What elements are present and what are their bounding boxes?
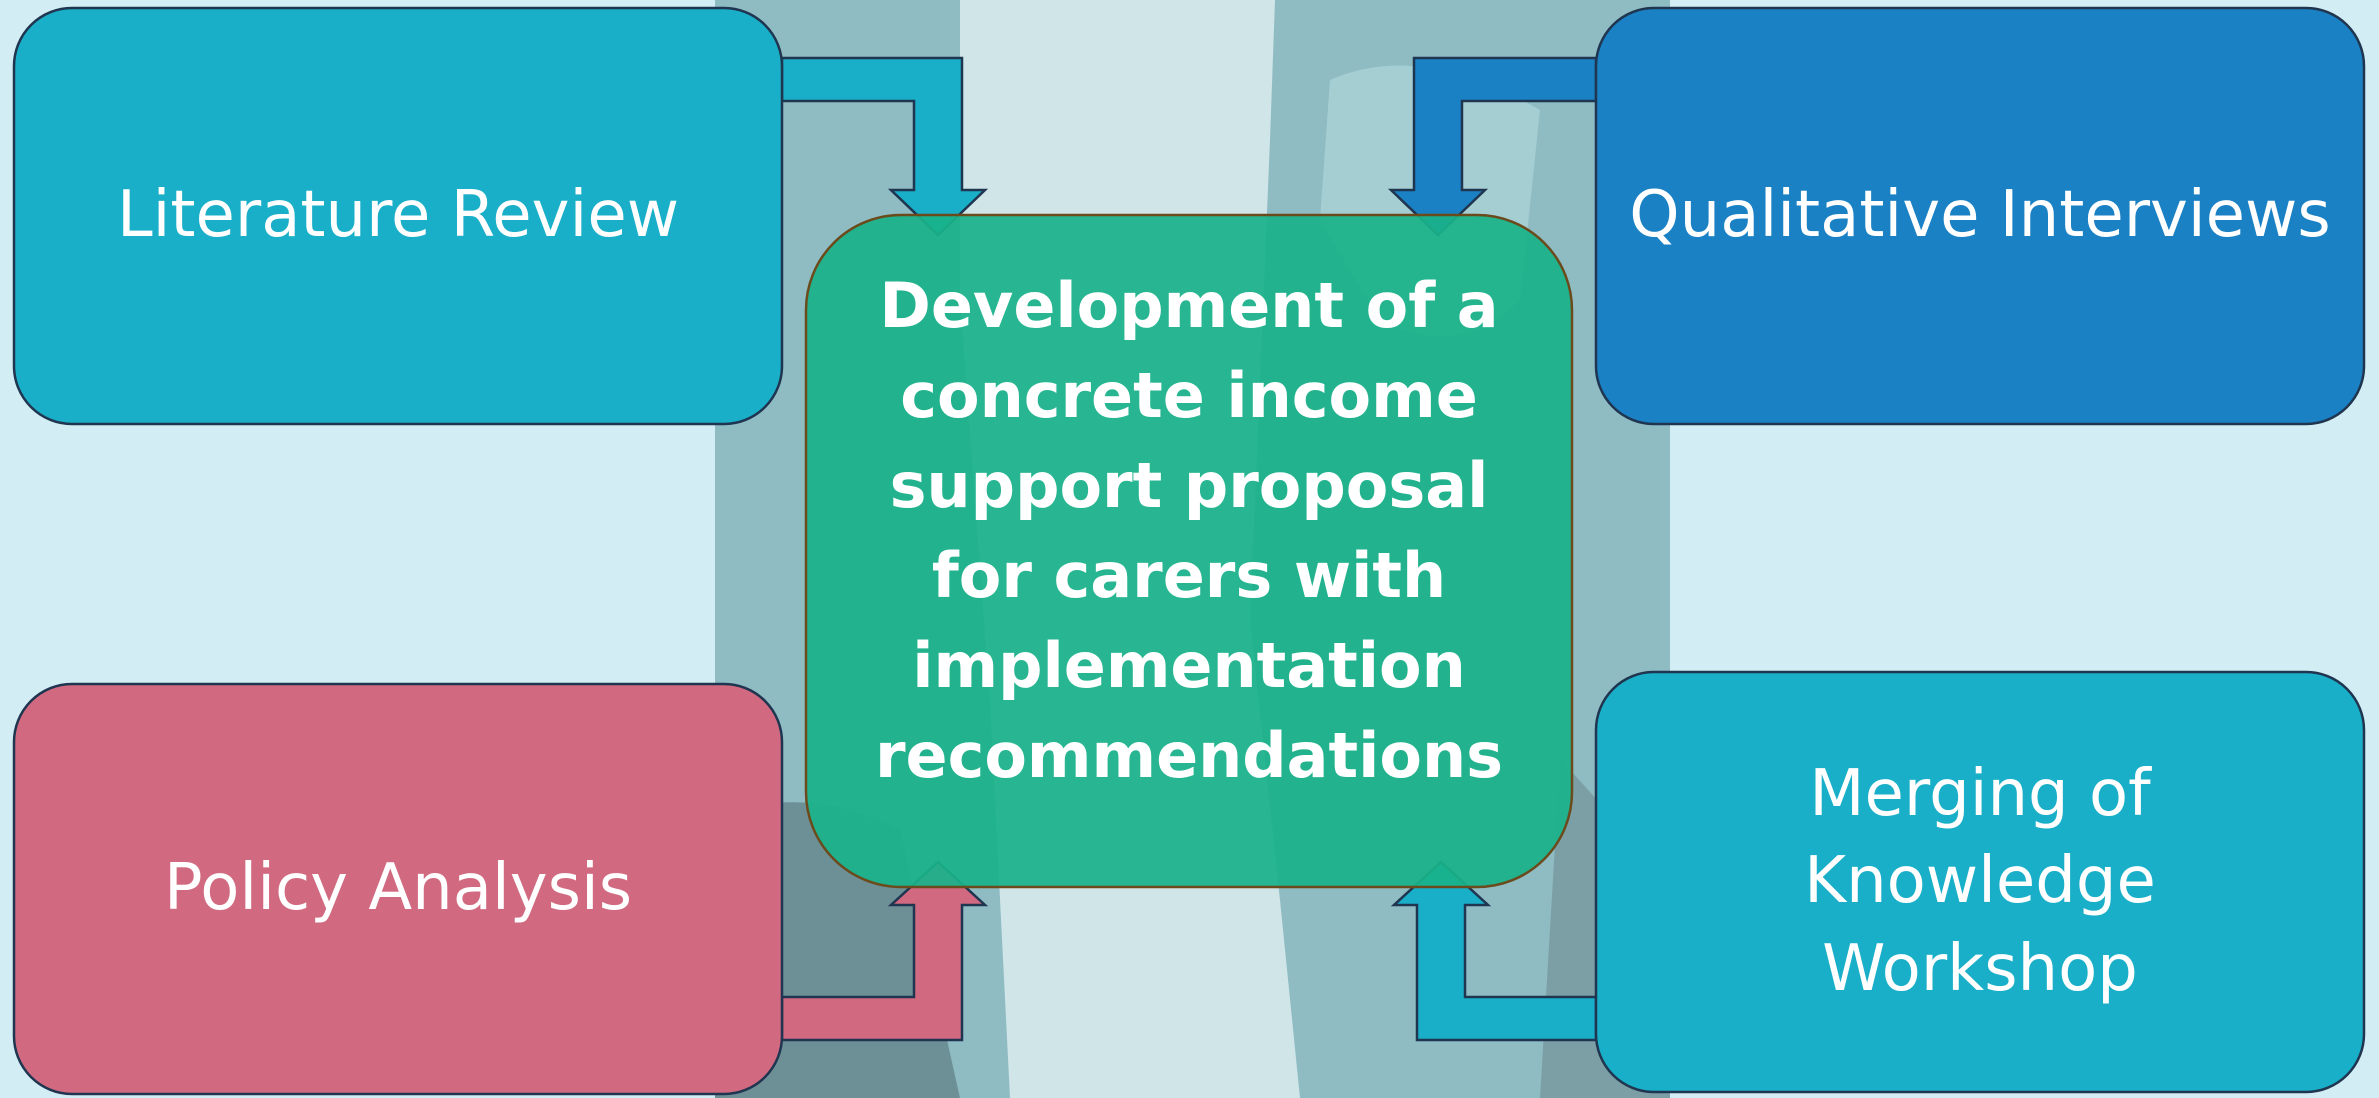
label-literature-review: Literature Review xyxy=(116,178,680,253)
label-qualitative-interviews: Qualitative Interviews xyxy=(1629,178,2331,253)
arrow-literature-review xyxy=(780,56,989,237)
box-qualitative-interviews xyxy=(1594,6,2366,426)
label-merging-workshop: Merging of Knowledge Workshop xyxy=(1804,757,2156,1006)
label-policy-analysis: Policy Analysis xyxy=(163,851,633,926)
box-merging-workshop xyxy=(1594,670,2366,1094)
box-policy-analysis xyxy=(12,682,784,1096)
box-center-proposal xyxy=(804,213,1574,889)
box-literature-review xyxy=(12,6,784,426)
arrow-qualitative-interviews xyxy=(1387,56,1598,237)
label-center-proposal: Development of a concrete income support… xyxy=(874,269,1504,792)
